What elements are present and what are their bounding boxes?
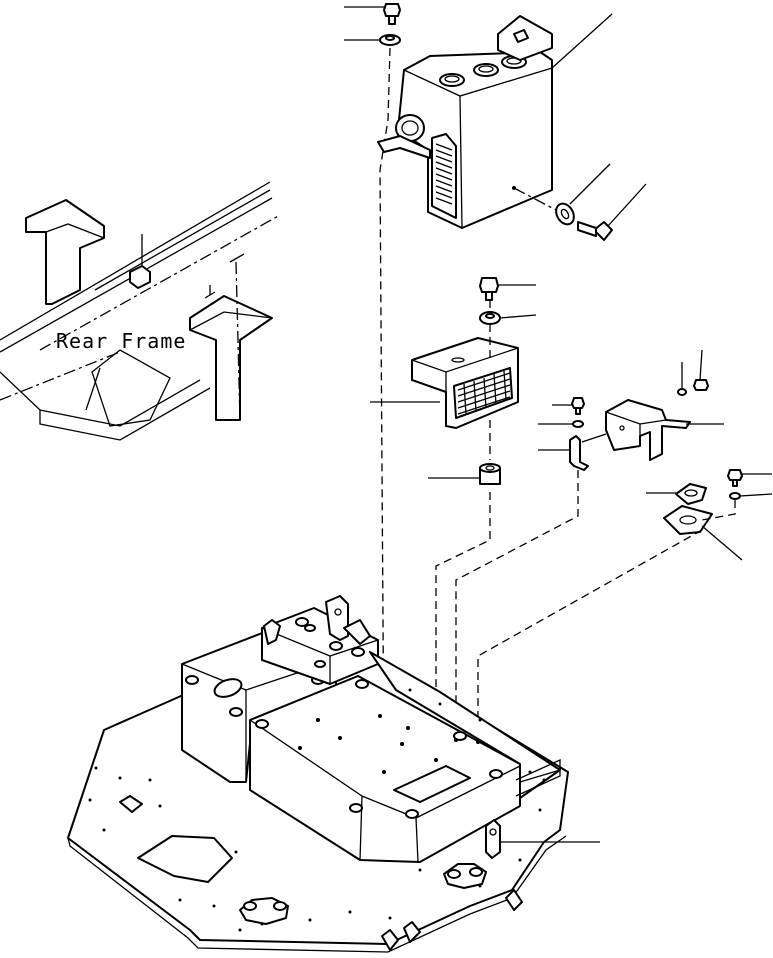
rear-control-box: [261, 595, 379, 685]
filter-bracket: [370, 337, 519, 429]
clip: [538, 435, 589, 471]
right-ledge: [369, 651, 561, 799]
foot-washer: [729, 492, 773, 500]
middle-washer: [479, 311, 537, 325]
clip-bolt: [552, 397, 585, 415]
angle-bracket: [581, 399, 724, 461]
side-washer: [555, 163, 611, 226]
plate-lug-right: [443, 863, 487, 889]
clip-washer: [538, 420, 584, 428]
rear-frame-inset: Rear Frame: [0, 181, 281, 441]
foot-bolt: [727, 469, 772, 487]
front-clip: [485, 819, 600, 859]
side-bolt: [577, 183, 647, 241]
controller-box: [249, 675, 521, 863]
angle-bracket-bolt: [693, 349, 709, 391]
connector-housing: [377, 13, 613, 229]
plate-lug-left: [239, 897, 289, 925]
spacer: [428, 463, 501, 485]
top-bolt: [344, 3, 401, 25]
angle-bracket-washer: [677, 362, 687, 396]
middle-bolt: [479, 277, 536, 301]
foot-pad-lower: [663, 505, 743, 561]
top-washer: [344, 34, 401, 46]
rear-frame-label: Rear Frame: [56, 329, 186, 353]
plate-edge-tabs: [381, 889, 523, 951]
foot-pad-upper: [646, 483, 707, 505]
